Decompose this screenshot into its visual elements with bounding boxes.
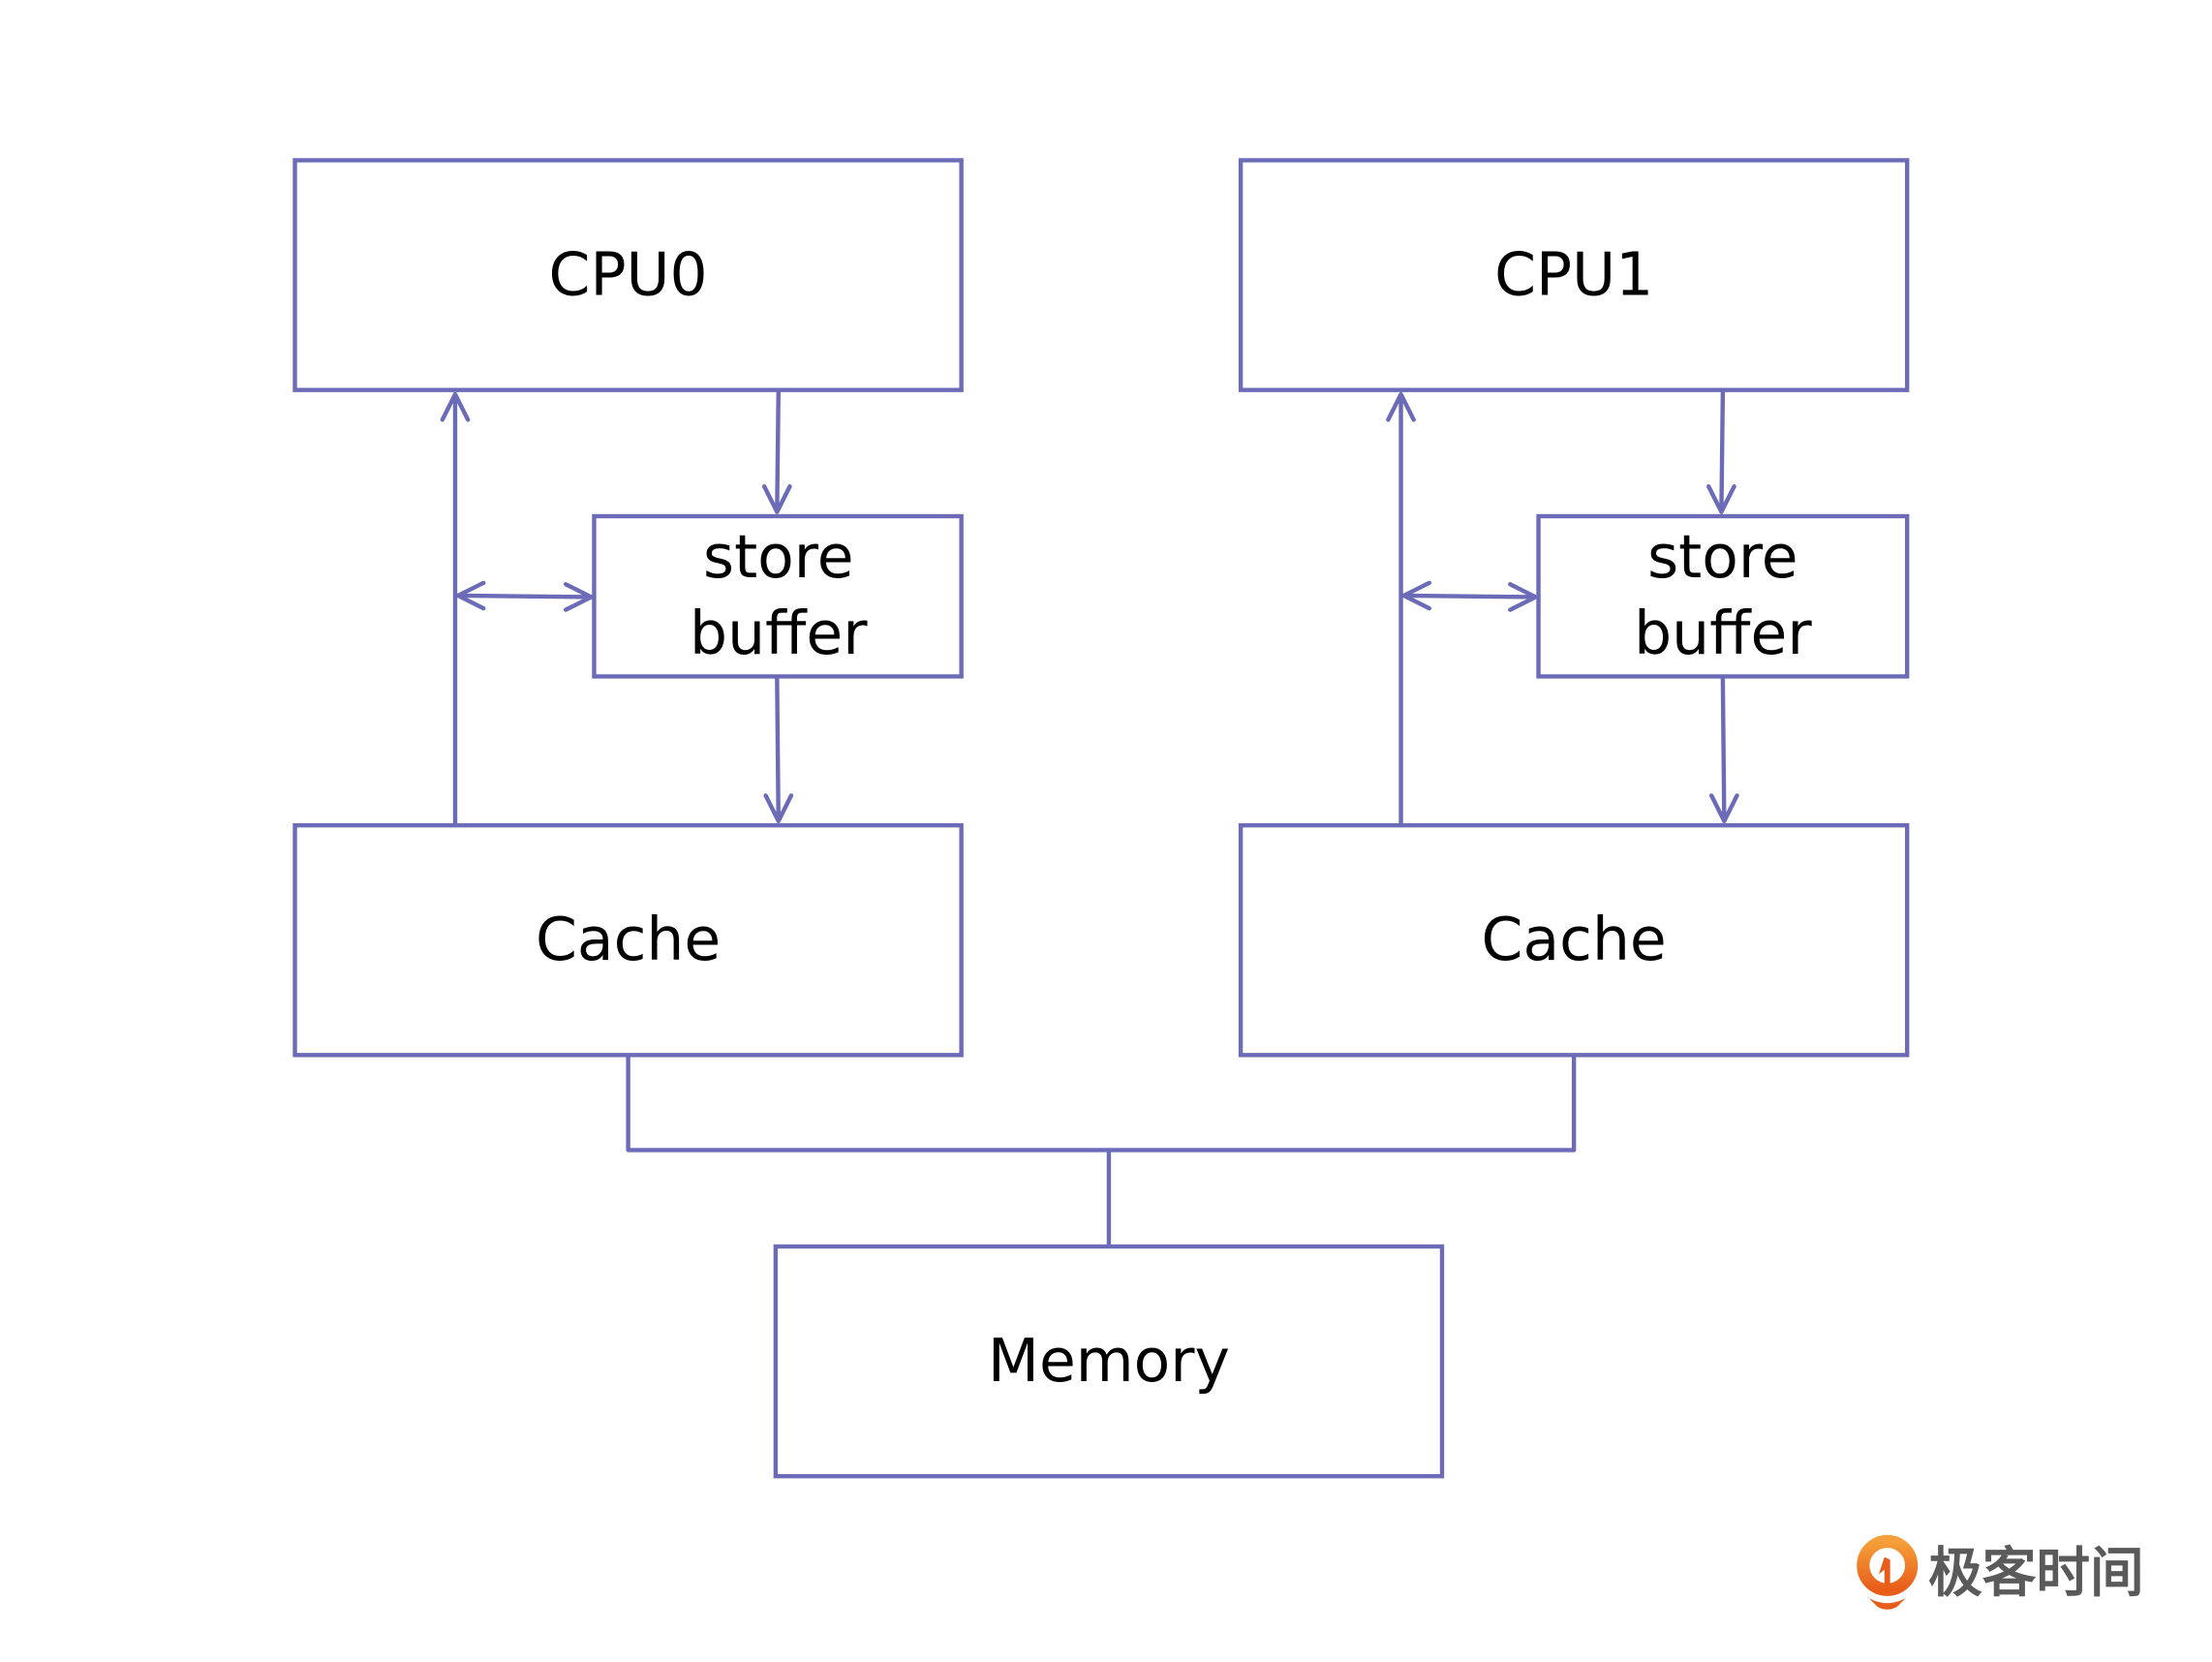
logo-icon <box>1857 1534 1919 1610</box>
store-buffer-0-node: store buffer <box>592 513 964 679</box>
arrow-cpu1-to-store-buffer1 <box>1706 388 1736 514</box>
cpu1-label: CPU1 <box>1494 240 1653 310</box>
logo-text: 极客时间 <box>1928 1542 2144 1605</box>
arrow-cpu0-to-store-buffer0 <box>761 388 792 514</box>
bus-caches-to-memory <box>626 1056 1577 1246</box>
bidirectional-arrow-store-buffer0 <box>455 580 594 612</box>
arrow-cache0-to-cpu0 <box>440 391 471 826</box>
cpu0-label: CPU0 <box>549 240 708 310</box>
bidirectional-arrow-store-buffer1 <box>1401 580 1538 612</box>
store-buffer-1-label-line1: store <box>1647 522 1798 592</box>
store-buffer-0-label-line1: store <box>703 522 854 592</box>
cache1-node: Cache <box>1238 822 1910 1058</box>
cache1-label: Cache <box>1482 905 1667 974</box>
cpu1-node: CPU1 <box>1238 158 1910 392</box>
cpu0-node: CPU0 <box>292 158 964 392</box>
memory-node: Memory <box>773 1244 1445 1479</box>
arrow-store-buffer1-to-cache1 <box>1708 675 1739 823</box>
cache0-node: Cache <box>292 822 964 1058</box>
arrow-store-buffer0-to-cache0 <box>763 675 794 823</box>
store-buffer-1-node: store buffer <box>1536 513 1910 679</box>
store-buffer-0-label-line2: buffer <box>690 599 868 668</box>
cache0-label: Cache <box>536 905 721 974</box>
memory-label: Memory <box>988 1326 1230 1396</box>
geektime-logo: 极客时间 <box>1857 1534 2144 1610</box>
store-buffer-1-label-line2: buffer <box>1634 599 1812 668</box>
arrow-cache1-to-cpu1 <box>1386 391 1416 826</box>
